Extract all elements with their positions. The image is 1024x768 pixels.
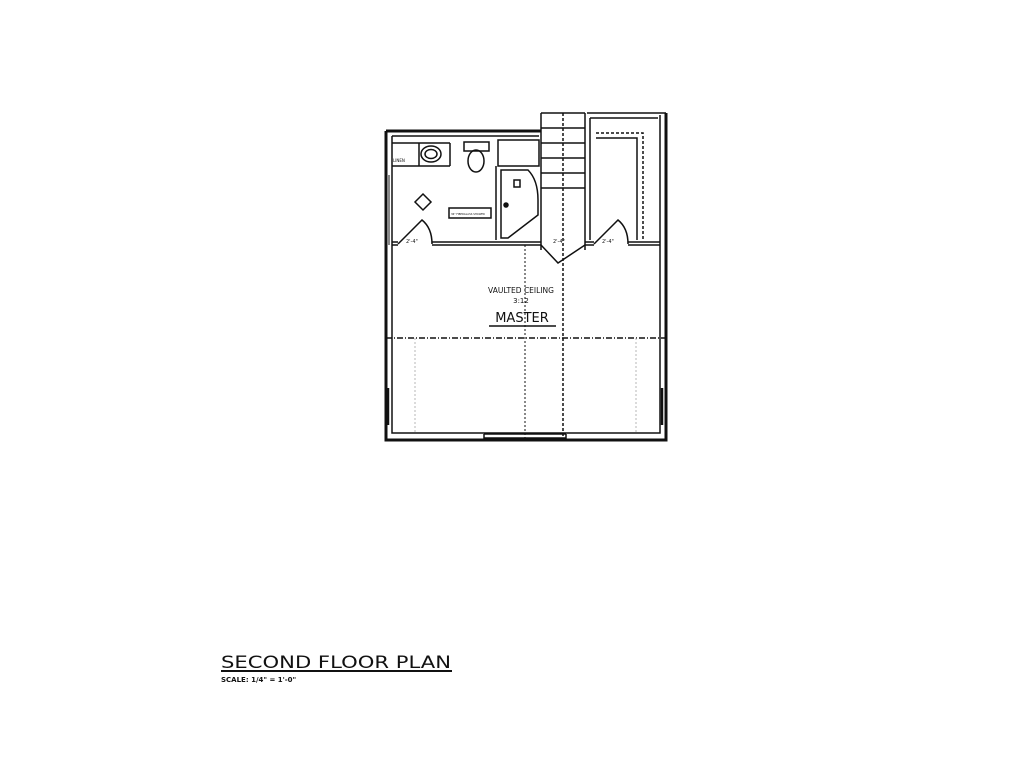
shower-label: 36" FIBERGLASS SHOWER <box>451 212 485 216</box>
room-name: MASTER <box>495 311 549 326</box>
interior-wall-line <box>391 115 661 434</box>
plan-title: SECOND FLOOR PLAN <box>221 653 451 673</box>
vanity-label: LINEN <box>393 158 405 163</box>
window <box>483 433 567 440</box>
window <box>386 388 664 425</box>
door-size-label: 2'-4" <box>406 239 418 245</box>
stairs <box>540 112 586 440</box>
door-swing <box>540 244 586 264</box>
door-swing <box>593 218 629 245</box>
door-size-label: 2'-4" <box>553 239 565 245</box>
partition-wall <box>392 241 541 246</box>
door-size-label: 2'-4" <box>602 239 614 245</box>
bathroom <box>388 139 540 245</box>
ceiling-pitch: 3:12 <box>513 297 529 305</box>
closet <box>587 112 666 240</box>
ceiling-note: VAULTED CEILING <box>488 286 554 295</box>
plan-scale: SCALE: 1/4" = 1'-0" <box>221 676 296 684</box>
door-swing <box>397 218 433 245</box>
exterior-wall <box>384 113 668 442</box>
